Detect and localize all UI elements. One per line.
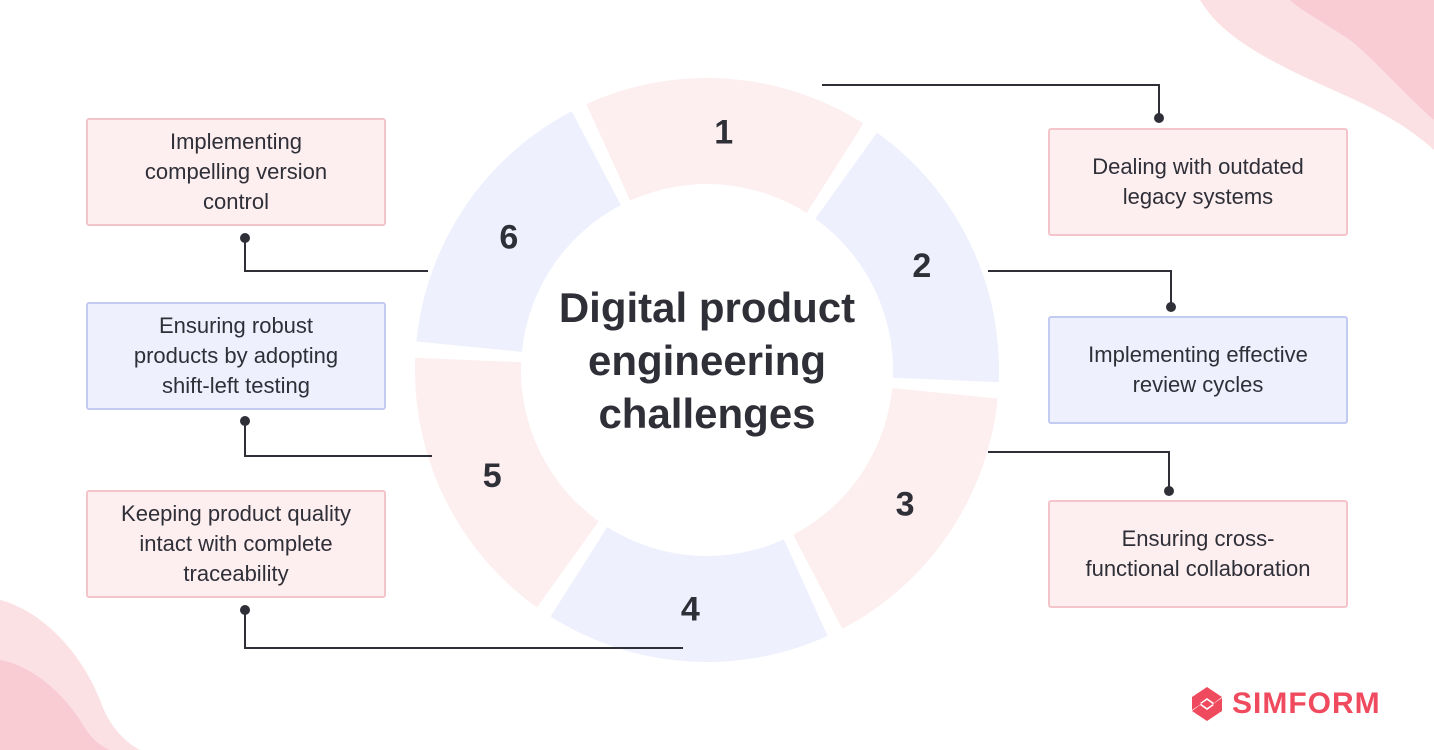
connector-1 bbox=[822, 84, 1160, 118]
simform-wordmark: SIMFORM bbox=[1232, 687, 1381, 720]
challenge-box-1: Dealing with outdated legacy systems bbox=[1048, 128, 1348, 236]
center-title-line: challenges bbox=[598, 390, 815, 437]
connector-dot-1 bbox=[1154, 113, 1164, 123]
connector-6 bbox=[244, 238, 428, 272]
segment-numbers: 1 2 3 4 5 6 bbox=[483, 114, 932, 629]
challenge-box-2: Implementing effective review cycles bbox=[1048, 316, 1348, 424]
connector-2 bbox=[988, 270, 1172, 307]
segment-number-3: 3 bbox=[896, 486, 915, 524]
segment-number-5: 5 bbox=[483, 457, 502, 495]
center-title: Digital product engineering challenges bbox=[559, 284, 855, 437]
connector-lines bbox=[240, 84, 1176, 649]
segment-number-1: 1 bbox=[714, 114, 733, 152]
connector-dot-4 bbox=[240, 605, 250, 615]
center-title-line: Digital product bbox=[559, 284, 855, 331]
challenge-ring bbox=[415, 78, 1000, 662]
segment-number-4: 4 bbox=[681, 590, 700, 628]
challenge-box-6: Implementing compelling version control bbox=[86, 118, 386, 226]
connector-dot-6 bbox=[240, 233, 250, 243]
decor-bottom-left bbox=[0, 600, 140, 750]
simform-logo-icon bbox=[1192, 687, 1222, 721]
connector-dot-5 bbox=[240, 416, 250, 426]
ring-segment-1 bbox=[586, 78, 864, 213]
segment-number-6: 6 bbox=[499, 218, 518, 256]
challenge-box-3: Ensuring cross- functional collaboration bbox=[1048, 500, 1348, 608]
simform-logo: SIMFORM bbox=[1188, 684, 1381, 724]
connector-dot-3 bbox=[1164, 486, 1174, 496]
ring-segment-4 bbox=[550, 527, 828, 662]
connector-3 bbox=[988, 451, 1170, 491]
center-title-line: engineering bbox=[588, 337, 826, 384]
segment-number-2: 2 bbox=[912, 247, 931, 285]
connector-4 bbox=[244, 610, 683, 649]
ring-segment-2 bbox=[815, 132, 1000, 383]
connector-dot-2 bbox=[1166, 302, 1176, 312]
challenge-box-4: Keeping product quality intact with comp… bbox=[86, 490, 386, 598]
ring-segment-6 bbox=[416, 111, 621, 352]
ring-segment-3 bbox=[793, 388, 998, 629]
ring-segment-5 bbox=[415, 357, 599, 608]
connector-5 bbox=[244, 421, 432, 457]
challenge-box-5: Ensuring robust products by adopting shi… bbox=[86, 302, 386, 410]
decor-top-right bbox=[1200, 0, 1434, 150]
